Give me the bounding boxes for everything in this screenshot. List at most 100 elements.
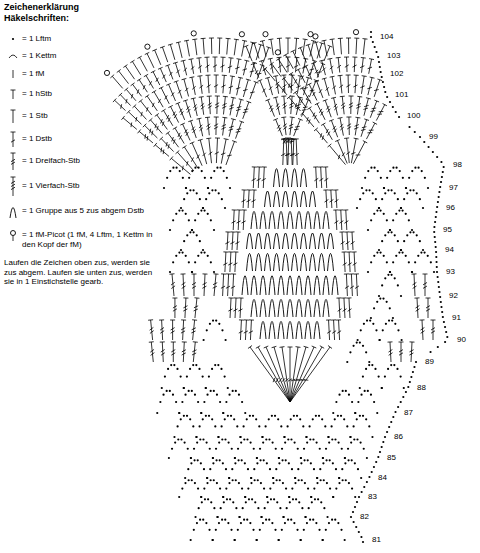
stitch-symbol	[388, 342, 393, 362]
chain-stitch	[371, 436, 373, 438]
chain-stitch	[210, 219, 212, 221]
stitch-symbol	[322, 40, 328, 56]
stitch-symbol	[281, 75, 286, 93]
chain-stitch	[211, 189, 213, 191]
stitch-symbol	[215, 96, 220, 114]
picot-symbol	[104, 70, 109, 75]
chain-stitch	[400, 295, 402, 297]
chain-stitch	[423, 141, 425, 143]
chain-stitch	[303, 529, 305, 531]
chain-stitch	[285, 459, 287, 461]
chain-stitch	[360, 394, 362, 396]
chain-stitch	[212, 457, 214, 459]
stitch-group	[301, 169, 307, 187]
stitch-symbol	[174, 81, 182, 99]
chain-stitch	[264, 507, 266, 509]
chain-stitch	[340, 415, 342, 417]
chain-stitch	[381, 446, 383, 448]
chain-stitch	[202, 207, 204, 209]
chain-stitch	[396, 368, 398, 370]
chain-stitch	[243, 438, 245, 440]
stitch-symbol	[220, 57, 225, 72]
chain-stitch	[230, 415, 232, 417]
chain-stitch	[379, 451, 381, 453]
chain-stitch	[217, 436, 219, 438]
chain-stitch	[354, 496, 356, 498]
stitch-group	[296, 321, 302, 339]
stitch-group	[287, 321, 293, 339]
stitch-symbol	[196, 58, 201, 73]
stitch-group	[251, 211, 257, 229]
chain-stitch	[414, 261, 416, 263]
row-number: 85	[387, 453, 396, 463]
chain-stitch	[445, 331, 447, 333]
chain-stitch	[190, 457, 192, 459]
chain-stitch	[370, 317, 372, 319]
chain-stitch	[420, 252, 422, 254]
chain-stitch	[324, 425, 326, 427]
chain-stitch	[392, 317, 394, 319]
stitch-symbol	[241, 190, 246, 208]
chain-stitch	[417, 255, 419, 257]
chain-stitch	[335, 468, 337, 470]
chain-stitch	[392, 261, 394, 263]
chain-stitch	[223, 170, 225, 172]
stitch-symbol	[256, 346, 290, 402]
chain-stitch	[194, 167, 196, 169]
chain-stitch	[289, 501, 291, 503]
sc-symbol	[13, 70, 14, 78]
legend-symbol	[10, 208, 16, 219]
chain-stitch	[400, 249, 402, 251]
chain-stitch	[373, 307, 375, 309]
stitch-symbol	[11, 90, 16, 99]
chain-stitch	[435, 216, 437, 218]
chain-stitch	[234, 457, 236, 459]
chain-stitch	[381, 284, 383, 286]
chain-stitch	[288, 496, 290, 498]
chain-stitch	[290, 519, 292, 521]
chain-stitch	[373, 466, 375, 468]
chain-stitch	[366, 481, 368, 483]
stitch-group	[296, 211, 302, 229]
stitch-symbol	[151, 71, 160, 86]
chain-stitch	[193, 448, 195, 450]
chain-stitch	[301, 479, 303, 481]
stitch-symbol	[283, 54, 293, 69]
stitch-group	[283, 233, 289, 249]
stitch-symbol	[264, 346, 290, 402]
stitch-symbol	[145, 52, 154, 68]
stitch-group	[247, 253, 253, 271]
chain-stitch	[416, 192, 418, 194]
stitch-group	[287, 276, 293, 295]
chain-stitch	[439, 186, 441, 188]
stitch-symbol	[243, 79, 251, 97]
chain-stitch	[390, 231, 392, 233]
chain-stitch	[363, 448, 365, 450]
stitch-symbol	[353, 75, 358, 93]
stitch-symbol	[209, 38, 214, 54]
chain-stitch	[216, 482, 218, 484]
stitch-symbol	[188, 120, 196, 138]
stitch-symbol	[214, 75, 219, 93]
chain-stitch	[245, 501, 247, 503]
chain-stitch	[171, 448, 173, 450]
chain-stitch	[305, 436, 307, 438]
chain-stitch	[363, 486, 365, 488]
chain-stitch	[209, 448, 211, 450]
stitch-symbol	[236, 121, 245, 139]
chain-stitch	[334, 438, 336, 440]
chain-stitch	[384, 375, 386, 377]
stitch-symbol	[198, 139, 207, 164]
chain-stitch	[414, 167, 416, 169]
legend-entry: = 1 fM-Picot (1 fM, 4 Lftm, 1 Kettm in d…	[22, 230, 162, 249]
chain-stitch	[275, 468, 277, 470]
stitch-symbol	[286, 38, 291, 54]
chain-stitch	[202, 438, 204, 440]
chain-stitch	[360, 477, 362, 479]
chain-stitch	[227, 387, 229, 389]
chain-stitch	[309, 438, 311, 440]
stitch-symbol	[176, 150, 194, 170]
chain-stitch	[185, 187, 187, 189]
chain-stitch	[276, 479, 278, 481]
chain-stitch	[421, 170, 423, 172]
